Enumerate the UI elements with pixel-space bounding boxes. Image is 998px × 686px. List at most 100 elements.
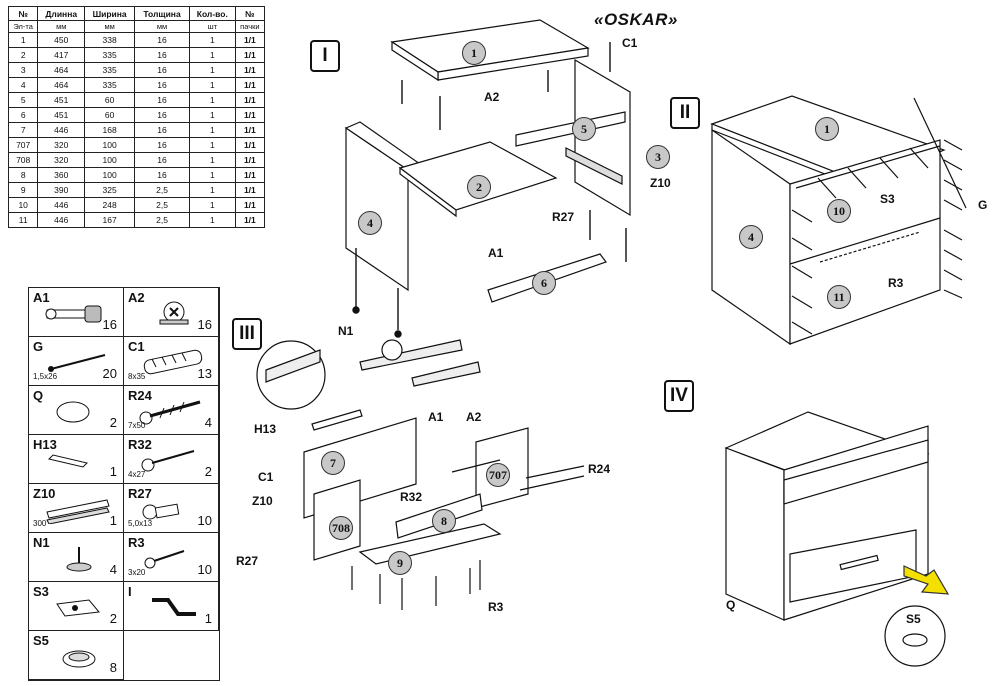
table-cell: 1 [188, 182, 236, 198]
callout-r32: R32 [400, 490, 423, 504]
table-cell: 16 [134, 152, 190, 168]
finished-drawer-front [789, 529, 917, 603]
table-cell: 1 [188, 62, 236, 78]
table-cell: 1/1 [234, 212, 266, 228]
hardware-qty: 16 [102, 317, 117, 332]
col-header: Ширина [84, 6, 136, 21]
table-cell: 100 [84, 167, 136, 183]
table-cell: 335 [84, 77, 136, 93]
col-header: Длинна [37, 6, 86, 21]
table-cell: 464 [37, 77, 86, 93]
callout-r27-step3: R27 [236, 554, 259, 568]
part-number-circle: 4 [739, 225, 763, 249]
step-marker-3: III [232, 318, 262, 350]
table-cell: 8 [7, 167, 39, 183]
table-cell: 248 [84, 197, 136, 213]
table-cell: 1/1 [234, 62, 266, 78]
table-cell: 7 [7, 122, 39, 138]
part-number-circle: 707 [486, 463, 510, 487]
table-cell: 16 [134, 32, 190, 48]
part-number-circle: 11 [827, 285, 851, 309]
hardware-qty: 20 [102, 366, 117, 381]
step-3-drawer-exploded [303, 409, 529, 565]
part-number-circle: 9 [388, 551, 412, 575]
product-title: «OSKAR» [594, 10, 678, 29]
table-cell: 1/1 [234, 47, 266, 63]
finished-top [724, 411, 930, 493]
step-4-finished-unit [724, 411, 930, 621]
table-cell: 707 [7, 137, 39, 153]
table-cell: 1/1 [234, 137, 266, 153]
table-cell: 1 [188, 92, 236, 108]
table-cell: 2,5 [134, 212, 190, 228]
table-cell: 60 [84, 107, 136, 123]
table-cell: 16 [134, 92, 190, 108]
table-cell: 11 [7, 212, 39, 228]
table-cell: 3 [7, 62, 39, 78]
callout-a1-step3: A1 [428, 410, 444, 424]
table-cell: 2 [7, 47, 39, 63]
part-number-circle: 7 [321, 451, 345, 475]
table-cell: 16 [134, 167, 190, 183]
table-cell: 1/1 [234, 167, 266, 183]
part-number-circle: 708 [329, 516, 353, 540]
hardware-qty: 8 [109, 660, 117, 675]
table-cell: 1/1 [234, 107, 266, 123]
table-cell: 464 [37, 62, 86, 78]
step-3-screws [351, 459, 585, 610]
part-number-circle: 6 [532, 271, 556, 295]
part-number-circle: 5 [572, 117, 596, 141]
finished-front-frame [783, 425, 929, 621]
hardware-qty: 10 [197, 513, 212, 528]
callout-r3-step3: R3 [488, 600, 504, 614]
part-number-circle: 1 [462, 41, 486, 65]
callout-g: G [978, 198, 988, 212]
hardware-qty: 10 [197, 562, 212, 577]
col-subheader: мм [84, 20, 136, 33]
callout-a2: A2 [484, 90, 500, 104]
part-number-circle: 3 [646, 145, 670, 169]
hardware-size: 3x20 [128, 568, 146, 577]
hardware-code: N1 [33, 535, 50, 550]
callout-z10-step3: Z10 [252, 494, 273, 508]
table-cell: 5 [7, 92, 39, 108]
hardware-code: R32 [128, 437, 152, 452]
hardware-code: R3 [128, 535, 145, 550]
part-number-circle: 2 [467, 175, 491, 199]
table-cell: 446 [37, 212, 86, 228]
table-cell: 16 [134, 137, 190, 153]
table-cell: 1 [7, 32, 39, 48]
table-cell: 16 [134, 77, 190, 93]
col-header: № [234, 6, 266, 21]
hardware-code: S5 [33, 633, 49, 648]
table-cell: 1 [188, 137, 236, 153]
table-cell: 4 [7, 77, 39, 93]
callout-s5: S5 [906, 612, 921, 626]
callout-r24: R24 [588, 462, 611, 476]
part-number-circle: 4 [358, 211, 382, 235]
table-cell: 417 [37, 47, 86, 63]
col-header: Толщина [134, 6, 190, 21]
table-cell: 2,5 [134, 197, 190, 213]
table-cell: 16 [134, 47, 190, 63]
hardware-size: 300 [33, 519, 47, 528]
table-cell: 1/1 [234, 122, 266, 138]
table-cell: 2,5 [134, 182, 190, 198]
hardware-code: R27 [128, 486, 152, 501]
table-cell: 446 [37, 197, 86, 213]
table-cell: 16 [134, 107, 190, 123]
panel-1-top [390, 19, 590, 73]
hardware-size: 5,0x13 [128, 519, 153, 528]
